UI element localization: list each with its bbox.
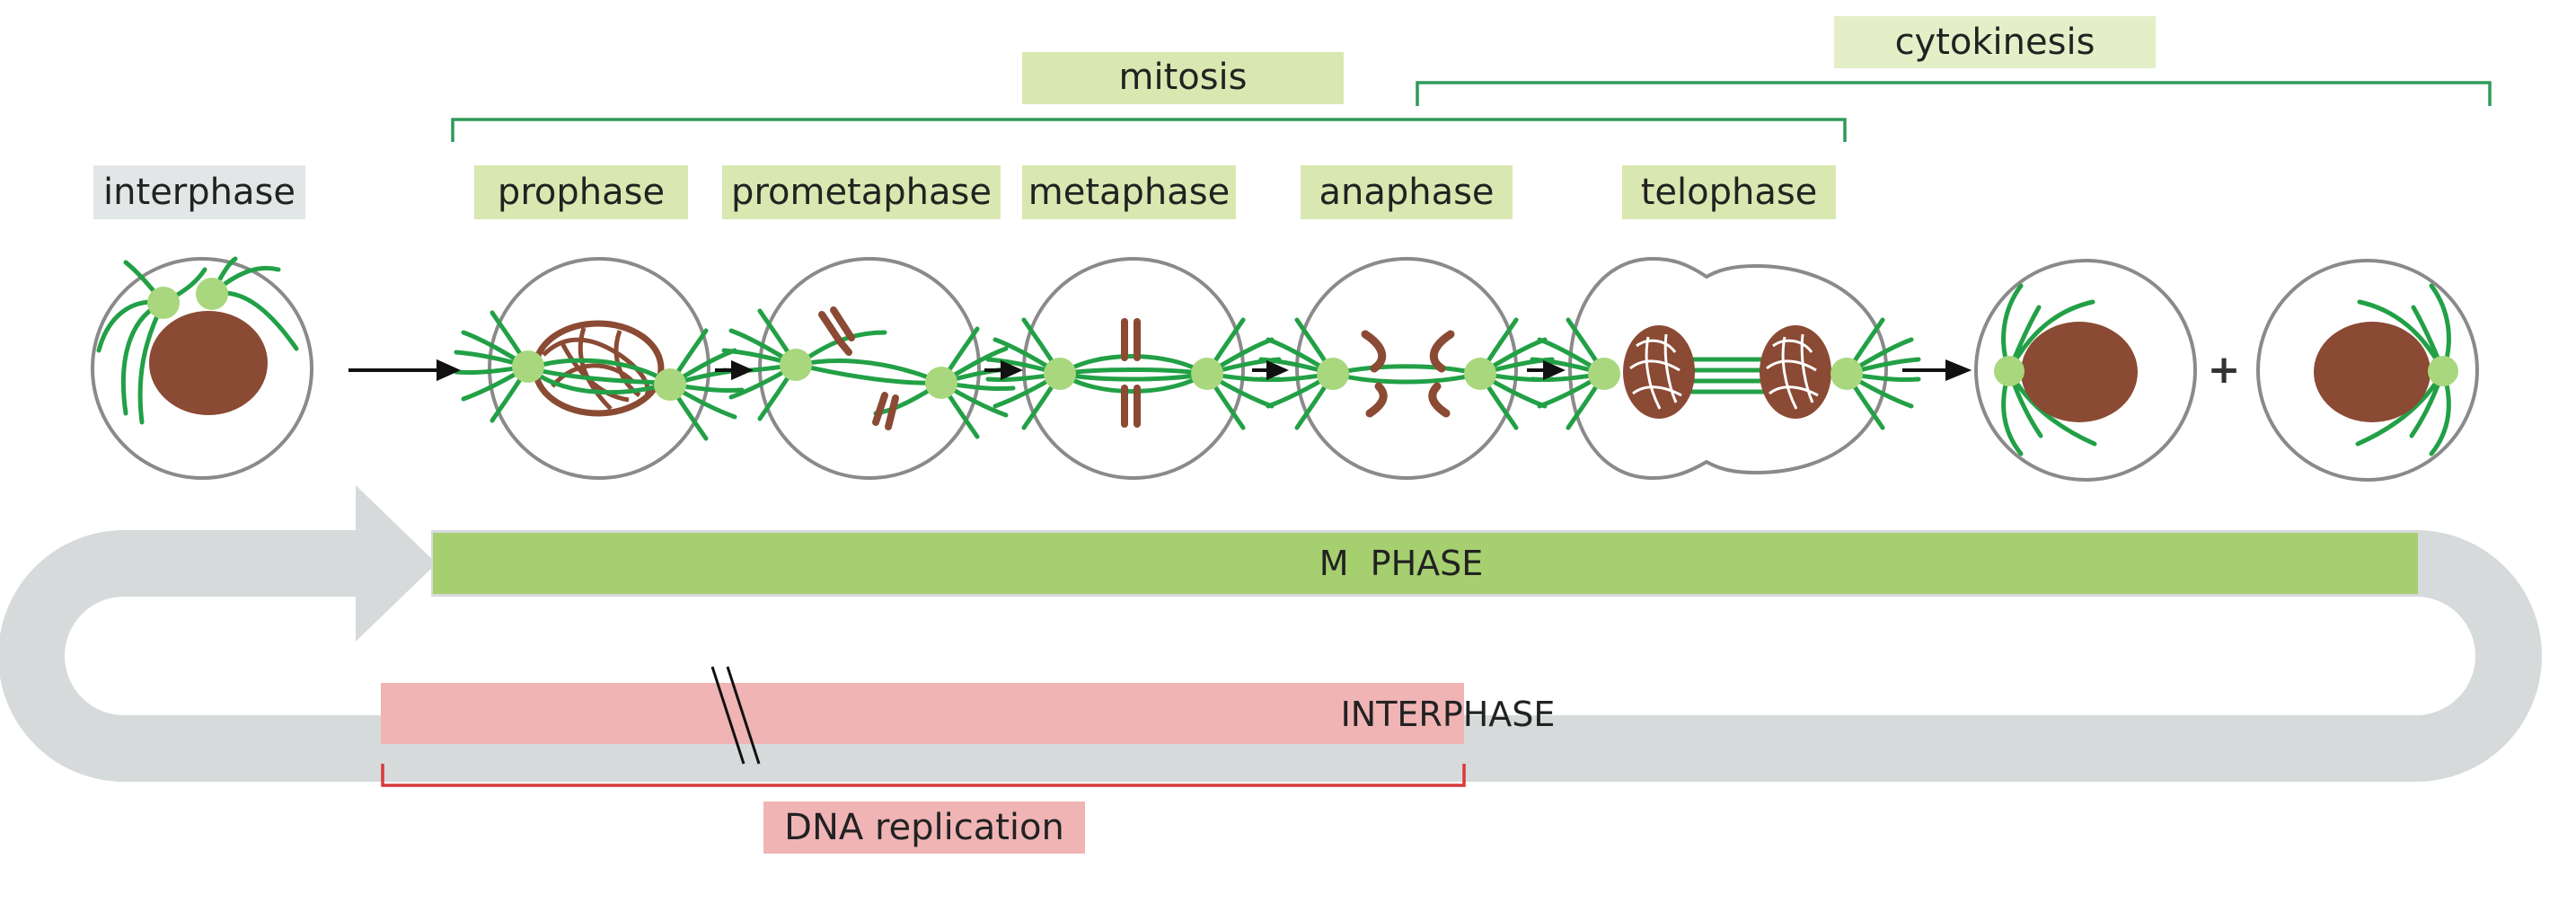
centrosome [780, 349, 812, 381]
anaphase-label: anaphase [1319, 172, 1494, 213]
metaphase-label-box [1022, 165, 1236, 219]
telophase-cell [1532, 256, 1919, 481]
cycle-ring [0, 530, 2542, 782]
nucleus [149, 311, 268, 415]
centrosome [1588, 358, 1620, 390]
telophase-label: telophase [1641, 172, 1818, 213]
interphase-label-box [93, 165, 305, 219]
m-phase-bar [433, 533, 2418, 594]
prometaphase-label-box [722, 165, 1001, 219]
nucleus [2021, 322, 2138, 422]
mitosis-bracket [451, 118, 1847, 142]
interphase-label: interphase [103, 172, 296, 213]
dna-replication-bar [381, 683, 1464, 744]
dna-replication-label-box [763, 801, 1085, 854]
dna-replication-label: DNA replication [784, 807, 1064, 848]
interphase-cell [91, 256, 313, 480]
mitosis-label-box [1022, 52, 1344, 104]
centrosome [1464, 358, 1496, 390]
mitosis-label: mitosis [1118, 57, 1247, 98]
centrosome [1044, 358, 1076, 390]
cytokinesis-bracket [1416, 81, 2492, 106]
centrosome [1191, 358, 1223, 390]
cytokinesis-label: cytokinesis [1895, 22, 2095, 63]
dna-replication-bracket [381, 764, 1466, 787]
daughter-cell-right [2256, 259, 2479, 482]
centrosome [1317, 358, 1349, 390]
centrosome [654, 368, 686, 401]
metaphase-label: metaphase [1028, 172, 1230, 213]
prometaphase-label: prometaphase [731, 172, 992, 213]
break-marks [710, 666, 761, 765]
centrosome [1831, 358, 1863, 390]
nucleus [2314, 322, 2430, 422]
anaphase-label-box [1301, 165, 1513, 219]
daughter-cell-left [1974, 259, 2197, 482]
centrosome [1994, 356, 2025, 386]
prophase-label-box [474, 165, 688, 219]
centrosome [196, 278, 228, 310]
metaphase-cell [988, 257, 1279, 480]
centrosome [147, 287, 180, 319]
centrosome [925, 367, 957, 399]
progression-arrows [348, 359, 1972, 382]
m-phase-label: M PHASE [1319, 544, 1484, 583]
interphase-bar-label: INTERPHASE [1341, 695, 1556, 734]
cycle-arrowhead [356, 485, 437, 642]
prophase-label: prophase [498, 172, 665, 213]
centrosome [512, 350, 544, 383]
plus-sign: + [2208, 347, 2241, 393]
anaphase-cell [1261, 257, 1552, 480]
telophase-label-box [1622, 165, 1836, 219]
centrosome [2428, 356, 2458, 386]
prometaphase-cell [724, 257, 1013, 480]
prophase-cell [456, 257, 742, 480]
cytokinesis-label-box [1834, 16, 2156, 68]
